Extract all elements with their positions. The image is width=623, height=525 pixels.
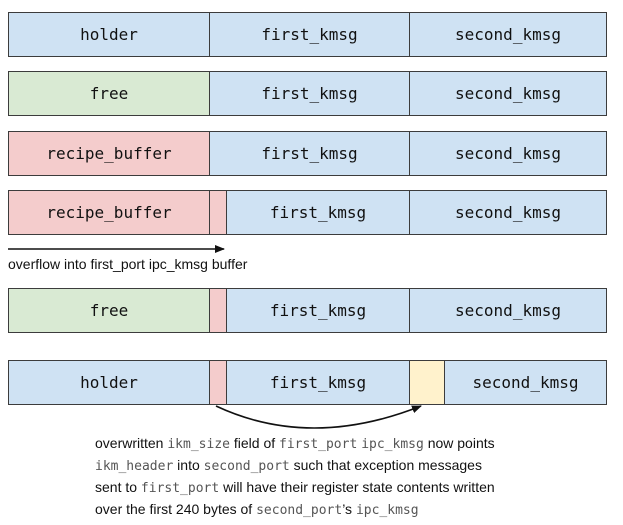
second-kmsg-cell: second_kmsg: [409, 190, 607, 235]
memory-row-4: recipe_buffer first_kmsg second_kmsg: [8, 190, 607, 235]
overflow-caption: overflow into first_port ipc_kmsg buffer: [8, 256, 248, 272]
second-kmsg-cell: second_kmsg: [409, 12, 607, 57]
second-kmsg-cell: second_kmsg: [409, 71, 607, 116]
first-kmsg-cell: first_kmsg: [226, 288, 410, 333]
memory-row-3: recipe_buffer first_kmsg second_kmsg: [8, 131, 607, 176]
memory-row-6: holder first_kmsg second_kmsg: [8, 360, 607, 405]
explanation-note: overwritten ikm_size field of first_port…: [95, 435, 495, 518]
pointer-arrow: [215, 405, 422, 429]
holder-cell: holder: [8, 360, 210, 405]
first-kmsg-cell: first_kmsg: [209, 12, 410, 57]
first-kmsg-cell: first_kmsg: [209, 131, 410, 176]
first-kmsg-cell: first_kmsg: [209, 71, 410, 116]
free-cell: free: [8, 288, 210, 333]
first-kmsg-cell: first_kmsg: [226, 190, 410, 235]
second-kmsg-cell: second_kmsg: [444, 360, 607, 405]
memory-row-1: holder first_kmsg second_kmsg: [8, 12, 607, 57]
second-kmsg-cell: second_kmsg: [409, 288, 607, 333]
second-kmsg-cell: second_kmsg: [409, 131, 607, 176]
recipe-buffer-cell: recipe_buffer: [8, 190, 210, 235]
overwritten-region-cell: [409, 360, 445, 405]
memory-row-2: free first_kmsg second_kmsg: [8, 71, 607, 116]
first-kmsg-cell: first_kmsg: [226, 360, 410, 405]
recipe-buffer-cell: recipe_buffer: [8, 131, 210, 176]
free-cell: free: [8, 71, 210, 116]
memory-row-5: free first_kmsg second_kmsg: [8, 288, 607, 333]
holder-cell: holder: [8, 12, 210, 57]
